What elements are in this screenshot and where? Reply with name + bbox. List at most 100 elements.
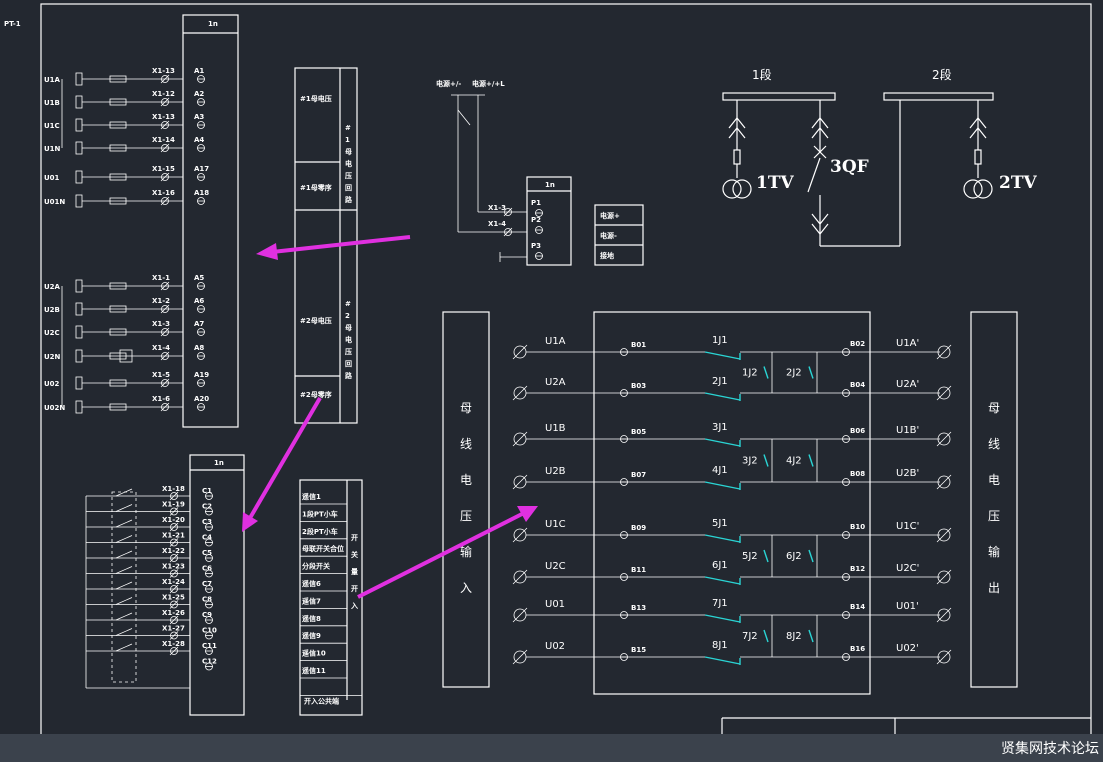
terminal-symbol <box>170 647 178 655</box>
terminal-slash <box>160 402 170 412</box>
terminal-label: X1-25 <box>162 594 185 602</box>
terminal-label: B10 <box>850 523 865 531</box>
pin-label: A7 <box>194 320 204 328</box>
row-name: U2B <box>44 306 60 314</box>
side-char: 量 <box>351 567 358 576</box>
relay-box <box>526 176 572 266</box>
side-char: 回 <box>345 183 352 192</box>
terminal-symbol <box>161 352 169 360</box>
terminal-slash <box>169 646 179 656</box>
breaker-contact <box>807 157 821 193</box>
terminal-symbol <box>161 282 169 290</box>
voltage-circuit-table <box>294 67 358 424</box>
cross-contact <box>763 454 769 467</box>
fuse-symbol <box>733 149 741 165</box>
terminal-x-slash <box>936 527 952 543</box>
relay-contact <box>704 656 741 665</box>
terminal-symbol <box>170 523 178 531</box>
relay-pin: P1 <box>531 199 541 207</box>
terminal-slash <box>169 569 179 578</box>
pin-label: A3 <box>194 113 204 121</box>
row-name: U2N <box>44 353 61 361</box>
terminal-x-symbol <box>937 570 951 584</box>
legend-item: 接地 <box>600 251 614 260</box>
terminal-slash <box>503 207 513 217</box>
terminal-x-slash <box>512 385 528 401</box>
switch-contact <box>115 488 133 497</box>
pin-label: A1 <box>194 67 204 75</box>
side-char: 开 <box>351 534 358 542</box>
connector-box <box>75 376 83 390</box>
vertical-char: 线 <box>460 437 472 451</box>
terminal-symbol <box>161 197 169 205</box>
mid-cell: #1母零序 <box>300 183 332 192</box>
switch-contact <box>115 550 133 559</box>
status-bar <box>0 734 1103 762</box>
terminal-x-symbol <box>937 432 951 446</box>
fuse-symbol <box>109 352 127 360</box>
busbar-2 <box>883 92 994 101</box>
terminal-symbol <box>161 144 169 152</box>
terminal-x-symbol <box>937 650 951 664</box>
transformer-coil <box>722 179 742 199</box>
terminal-label: B03 <box>631 382 646 390</box>
relay-label: 7J1 <box>712 598 728 609</box>
vertical-char: 电 <box>460 473 472 487</box>
disconnector-symbol <box>728 117 746 139</box>
busbar-label: 2段 <box>932 67 952 82</box>
terminal-label: B15 <box>631 646 646 654</box>
vertical-char: 输 <box>460 544 472 559</box>
input-label: U02 <box>545 641 565 652</box>
pin-label: A2 <box>194 90 204 98</box>
vertical-char: 压 <box>460 509 472 523</box>
fuse-symbol <box>109 305 127 313</box>
terminal-x-slash <box>512 607 528 623</box>
terminal-slash <box>169 491 179 501</box>
pin-label: C8 <box>202 596 212 604</box>
connector-box <box>75 170 83 184</box>
relay-label: 1J1 <box>712 335 728 346</box>
terminal-x-slash <box>936 385 952 401</box>
terminal-x-slash <box>936 431 952 447</box>
terminal-slash <box>160 327 170 337</box>
output-label: U02' <box>896 643 919 654</box>
pin-label: A5 <box>194 274 204 282</box>
pin-label: A18 <box>194 189 209 197</box>
terminal-label: X1-21 <box>162 532 185 540</box>
arrow-head <box>256 243 278 260</box>
vertical-char: 输 <box>988 544 1000 559</box>
switch-contact <box>115 612 133 621</box>
connector-box <box>75 349 83 363</box>
fuse-symbol <box>109 197 127 205</box>
terminal-symbol <box>161 328 169 336</box>
pin-label: C7 <box>202 580 212 588</box>
side-char: 路 <box>345 195 353 204</box>
relay-label: 6J1 <box>712 560 728 571</box>
connector-box <box>75 141 83 155</box>
terminal-x-slash <box>512 527 528 543</box>
row-name: U1A <box>44 76 61 84</box>
terminal-label: B16 <box>850 645 865 653</box>
relay-contact <box>704 438 741 447</box>
input-item: 遥信6 <box>302 579 321 588</box>
pin-label: A6 <box>194 297 204 305</box>
terminal-slash <box>160 196 170 206</box>
terminal-slash <box>169 538 179 547</box>
terminal-label: B11 <box>631 566 646 574</box>
terminal-symbol <box>161 379 169 387</box>
terminal-label: B08 <box>850 470 865 478</box>
pin-label: C1 <box>202 487 212 495</box>
row-name: U01N <box>44 198 65 206</box>
side-char: 开 <box>351 585 358 593</box>
terminal-x-symbol <box>937 386 951 400</box>
vertical-char: 电 <box>988 473 1000 487</box>
switch-panel <box>593 311 871 695</box>
supply-label: 电源+/- <box>436 79 461 88</box>
mid-cell: #2母电压 <box>300 316 332 325</box>
terminal-label: X1-5 <box>152 371 170 379</box>
terminal-symbol <box>161 173 169 181</box>
legend-box <box>594 204 644 266</box>
output-label: U2B' <box>896 468 919 479</box>
